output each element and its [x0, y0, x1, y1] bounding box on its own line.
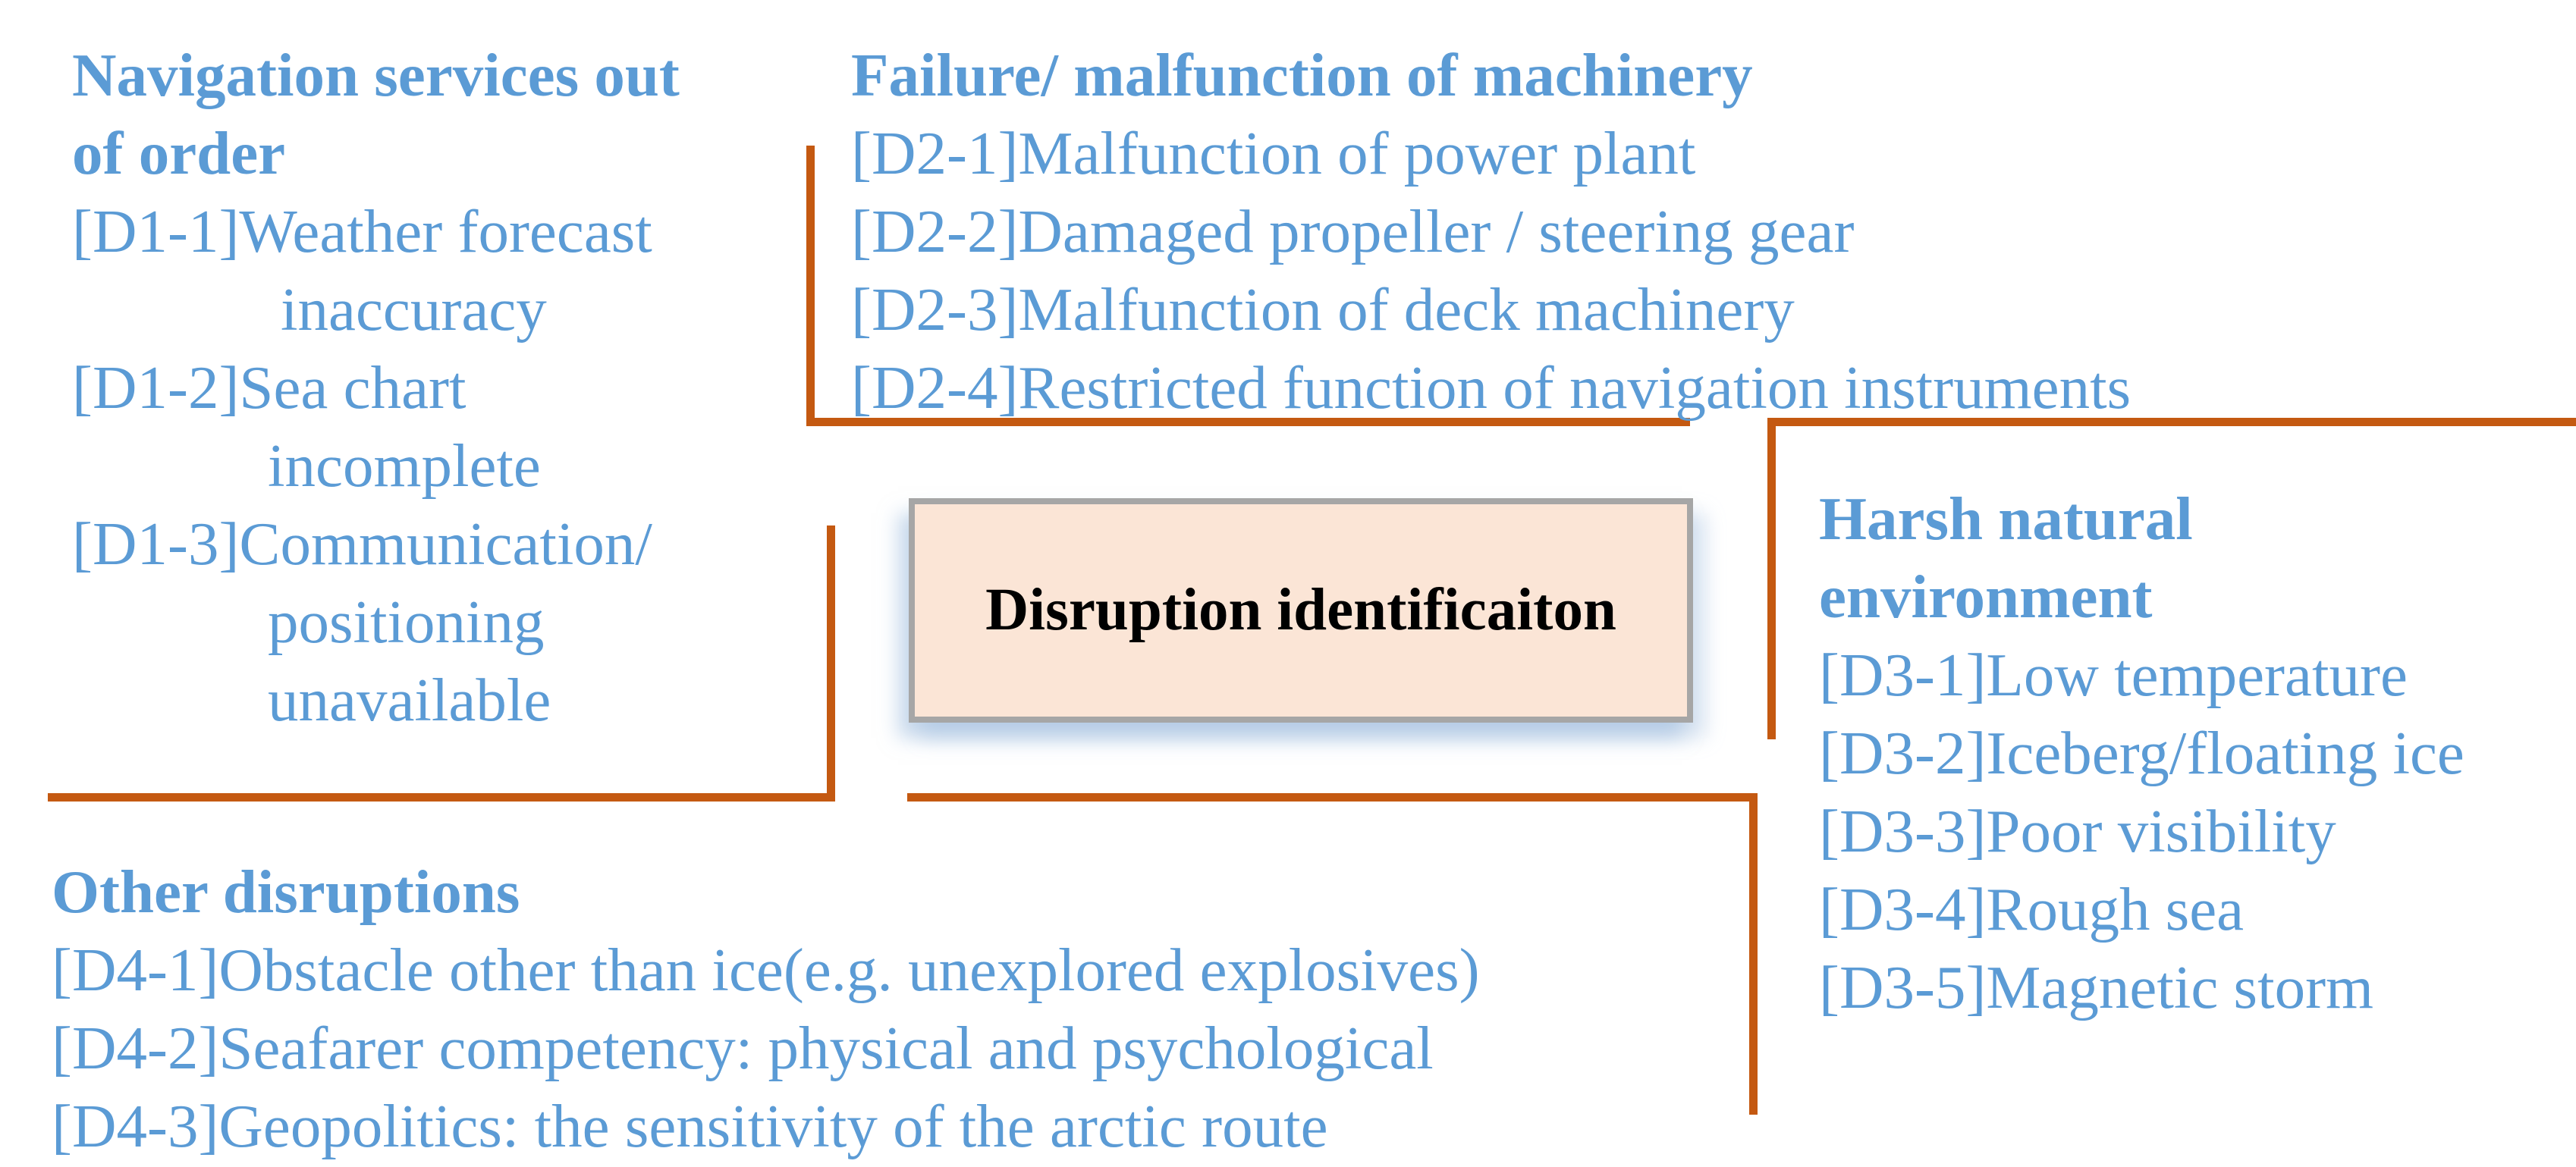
machinery-bracket-vertical-line [806, 146, 815, 426]
navigation-item-d1-3-wrap1: positioning [268, 588, 545, 656]
other-bracket-vertical-line [1749, 793, 1758, 1115]
environment-heading-line2: environment [1819, 563, 2153, 631]
disruption-identification-box: Disruption identificaiton [909, 498, 1693, 723]
machinery-heading: Failure/ malfunction of machinery [851, 41, 1753, 109]
navigation-heading-line2: of order [72, 119, 286, 187]
machinery-item-d2-2: [D2-2]Damaged propeller / steering gear [851, 197, 1855, 265]
navigation-bracket-vertical-line [827, 525, 835, 802]
environment-item-d3-4: [D3-4]Rough sea [1819, 875, 2245, 943]
machinery-item-d2-1: [D2-1]Malfunction of power plant [851, 119, 1696, 187]
other-item-d4-1: [D4-1]Obstacle other than ice(e.g. unexp… [52, 936, 1480, 1004]
navigation-section: Navigation services out of order [D1-1]W… [72, 36, 680, 739]
navigation-bracket-horizontal-line [48, 793, 835, 802]
other-heading: Other disruptions [52, 858, 520, 926]
environment-heading-line1: Harsh natural [1819, 485, 2193, 553]
environment-item-d3-2: [D3-2]Iceberg/floating ice [1819, 719, 2464, 787]
other-item-d4-2: [D4-2]Seafarer competency: physical and … [52, 1014, 1434, 1082]
environment-bracket-horizontal-line [1767, 418, 2576, 426]
machinery-item-d2-4: [D2-4]Restricted function of navigation … [851, 353, 2131, 422]
navigation-item-d1-2: [D1-2]Sea chart [72, 353, 467, 422]
navigation-item-d1-2-wrap: incomplete [268, 431, 541, 500]
navigation-item-d1-3-wrap2: unavailable [268, 666, 551, 734]
other-bracket-horizontal-line [907, 793, 1758, 802]
environment-item-d3-5: [D3-5]Magnetic storm [1819, 953, 2374, 1021]
navigation-item-d1-3: [D1-3]Communication/ [72, 510, 652, 578]
environment-item-d3-3: [D3-3]Poor visibility [1819, 797, 2336, 865]
machinery-item-d2-3: [D2-3]Malfunction of deck machinery [851, 275, 1795, 344]
machinery-section: Failure/ malfunction of machinery [D2-1]… [851, 36, 2131, 427]
other-section: Other disruptions [D4-1]Obstacle other t… [52, 853, 1480, 1165]
environment-bracket-vertical-line [1767, 418, 1776, 739]
other-item-d4-3: [D4-3]Geopolitics: the sensitivity of th… [52, 1092, 1328, 1160]
navigation-item-d1-1: [D1-1]Weather forecast [72, 197, 652, 265]
environment-item-d3-1: [D3-1]Low temperature [1819, 641, 2408, 709]
environment-section: Harsh natural environment [D3-1]Low temp… [1819, 480, 2464, 1027]
disruption-identification-label: Disruption identificaiton [985, 577, 1616, 643]
navigation-item-d1-1-wrap: inaccuracy [281, 275, 547, 344]
machinery-bracket-horizontal-line [806, 418, 1690, 426]
navigation-heading-line1: Navigation services out [72, 41, 680, 109]
